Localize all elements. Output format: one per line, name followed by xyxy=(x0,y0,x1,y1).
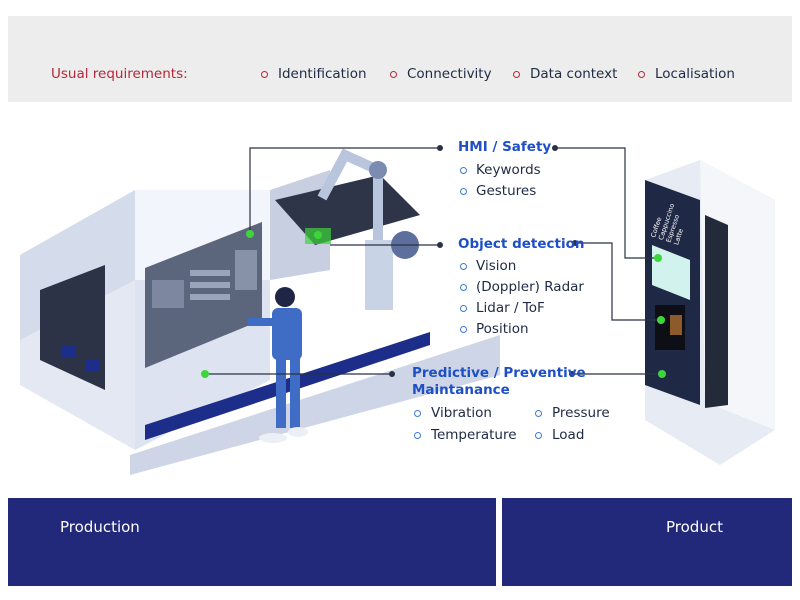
connector-hmi-vending xyxy=(555,147,655,259)
bullet-icon xyxy=(513,71,520,78)
object-item-lidar: Lidar / ToF xyxy=(476,300,545,316)
object-item-radar: (Doppler) Radar xyxy=(476,279,584,295)
predictive-item-temperature: Temperature xyxy=(431,427,517,443)
bullet-icon xyxy=(535,410,542,417)
sensor-dot xyxy=(658,370,666,378)
footer-production-block xyxy=(8,498,496,586)
conveyor-belt xyxy=(275,175,420,245)
predictive-item-pressure: Pressure xyxy=(552,405,610,421)
requirements-label: Usual requirements: xyxy=(51,66,188,82)
worker-figure xyxy=(248,287,308,443)
footer-product-label: Product xyxy=(666,518,723,536)
bullet-icon xyxy=(460,188,467,195)
hmi-item-keywords: Keywords xyxy=(476,162,541,178)
sensor-dot xyxy=(314,231,322,239)
object-detection-title: Object detection xyxy=(458,236,585,252)
bullet-icon xyxy=(390,71,397,78)
connector-lines xyxy=(205,147,660,375)
sensor-dot xyxy=(657,316,665,324)
footer-production-label: Production xyxy=(60,518,140,536)
predictive-title-line2: Maintanance xyxy=(412,382,510,398)
bullet-icon xyxy=(460,167,467,174)
hmi-safety-title: HMI / Safety xyxy=(458,139,552,155)
sensor-dot xyxy=(201,370,209,378)
sensor-dots xyxy=(201,230,666,378)
connector-object-vending xyxy=(575,242,658,321)
bullet-icon xyxy=(460,305,467,312)
predictive-item-vibration: Vibration xyxy=(431,405,492,421)
bullet-icon xyxy=(414,410,421,417)
requirement-identification: Identification xyxy=(278,66,367,82)
object-item-vision: Vision xyxy=(476,258,517,274)
vending-machine xyxy=(645,160,775,465)
production-machine xyxy=(20,170,500,475)
bullet-icon xyxy=(414,432,421,439)
hmi-item-gestures: Gestures xyxy=(476,183,537,199)
bullet-icon xyxy=(460,284,467,291)
requirement-localisation: Localisation xyxy=(655,66,735,82)
bullet-icon xyxy=(261,71,268,78)
robot-arm xyxy=(317,148,419,310)
bullet-icon xyxy=(460,263,467,270)
requirement-data-context: Data context xyxy=(530,66,618,82)
connector-hmi xyxy=(249,147,440,232)
bullet-icon xyxy=(535,432,542,439)
object-item-position: Position xyxy=(476,321,529,337)
connector-endpoints xyxy=(389,145,578,377)
bullet-icon xyxy=(638,71,645,78)
footer-product-block xyxy=(502,498,792,586)
sensor-dot xyxy=(654,254,662,262)
sensor-dot xyxy=(246,230,254,238)
bullet-icon xyxy=(460,326,467,333)
predictive-title-line1: Predictive / Preventive xyxy=(412,365,586,381)
predictive-item-load: Load xyxy=(552,427,585,443)
requirement-connectivity: Connectivity xyxy=(407,66,492,82)
requirements-bar xyxy=(8,16,792,102)
